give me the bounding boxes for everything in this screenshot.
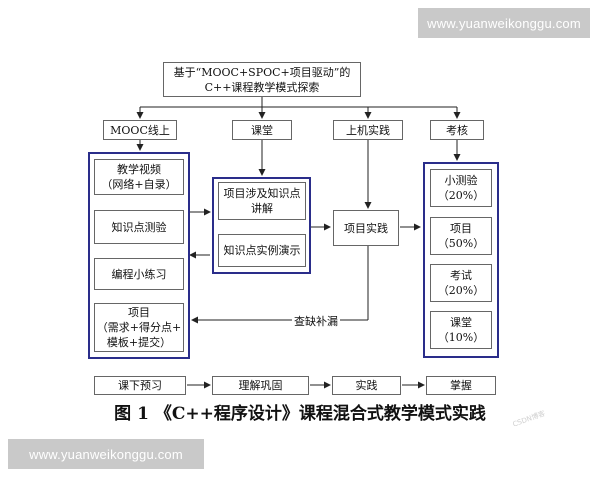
column-assessment: 考核: [430, 120, 484, 140]
assessment-item-quiz: 小测验 （20%）: [430, 169, 492, 207]
flow-practice: 实践: [332, 376, 401, 395]
flow-master: 掌握: [426, 376, 496, 395]
assessment-item-project: 项目 （50%）: [430, 217, 492, 255]
feedback-label: 查缺补漏: [292, 313, 340, 329]
classroom-item-explain: 项目涉及知识点 讲解: [218, 182, 306, 220]
watermark-bottom: www.yuanweikonggu.com: [8, 439, 204, 469]
assessment-group: [423, 162, 499, 358]
flow-preview: 课下预习: [94, 376, 186, 395]
root-box: 基于“MOOC+SPOC+项目驱动”的 C++课程教学模式探索: [163, 62, 361, 97]
column-classroom: 课堂: [232, 120, 292, 140]
assessment-item-exam: 考试 （20%）: [430, 264, 492, 302]
classroom-group: [212, 177, 311, 274]
mooc-item-project: 项目 （需求+得分点+ 模板+提交）: [94, 303, 184, 352]
assessment-item-class: 课堂 （10%）: [430, 311, 492, 349]
mooc-item-video: 教学视频 （网络+自录）: [94, 159, 184, 195]
classroom-item-demo: 知识点实例演示: [218, 234, 306, 267]
practice-item-project: 项目实践: [333, 210, 399, 246]
mooc-item-quiz: 知识点测验: [94, 210, 184, 244]
column-mooc: MOOC线上: [103, 120, 177, 140]
mooc-group: [88, 152, 190, 359]
mooc-item-exercise: 编程小练习: [94, 258, 184, 290]
figure-caption: 图 1 《C++程序设计》课程混合式教学模式实践: [114, 404, 486, 424]
flow-consolidate: 理解巩固: [212, 376, 309, 395]
watermark-top: www.yuanweikonggu.com: [418, 8, 590, 38]
column-practice: 上机实践: [333, 120, 403, 140]
